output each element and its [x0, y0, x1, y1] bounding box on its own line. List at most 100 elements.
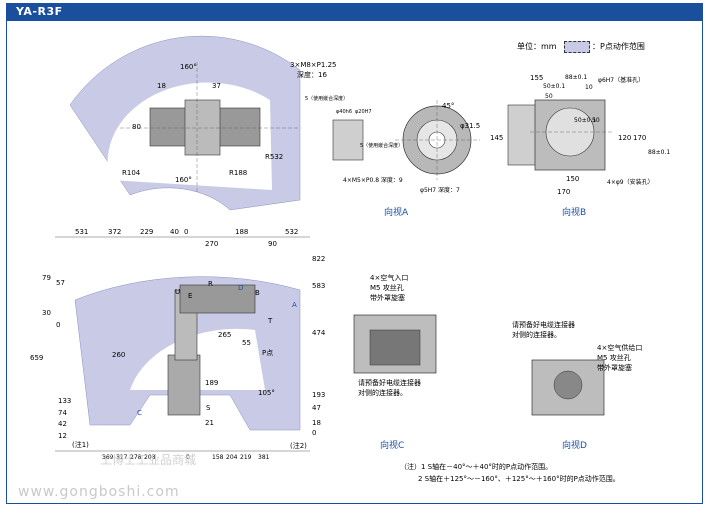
- robot-side-forearm: [179, 284, 256, 314]
- sv-189: 189: [205, 379, 219, 387]
- note-1-marker: (注1): [72, 441, 89, 449]
- sv-top-188: 188: [235, 228, 249, 236]
- sv-right-18: 18: [312, 419, 321, 427]
- vb-150: 150: [566, 175, 580, 183]
- axis-b: B: [255, 289, 260, 297]
- vd-note5: 带外罩旋塞: [597, 364, 632, 372]
- dim-80: 80: [132, 123, 141, 131]
- vd-note3: 4×空气供给口: [597, 344, 643, 352]
- vd-note2: 对侧的连接器。: [512, 331, 561, 339]
- sv-top-270: 270: [205, 240, 219, 248]
- sv-right-822: 822: [312, 255, 326, 263]
- sv-top-532: 532: [285, 228, 299, 236]
- sv-bot-278: 278: [130, 454, 142, 461]
- vc-note1: 4×空气入口: [370, 274, 409, 282]
- watermark-url: www.gongboshi.com: [18, 484, 180, 500]
- range-legend: ：P点动作范围: [592, 42, 645, 51]
- watermark-brand: 工博士工业品商城: [100, 453, 197, 467]
- vb-170v: 170: [633, 134, 647, 142]
- sv-left-133: 133: [58, 397, 72, 405]
- view-a-depth-mid: 5（使用嵌合深度）: [360, 143, 404, 149]
- sv-top-372: 372: [108, 228, 122, 236]
- vb-phi6: φ6H7（基准孔）: [598, 77, 645, 84]
- sv-right-474: 474: [312, 329, 326, 337]
- vd-note1: 请预备好电缆连接器: [512, 321, 575, 329]
- axis-t: T: [268, 317, 273, 325]
- angle-160-bottom: 160°: [175, 176, 192, 184]
- sv-right-193: 193: [312, 391, 326, 399]
- header-bar: YA-R3F: [6, 3, 703, 21]
- sv-bot-317: 317: [116, 454, 128, 461]
- vc-note3: 带外罩旋塞: [370, 294, 405, 302]
- vb-145: 145: [490, 134, 504, 142]
- sv-right-583: 583: [312, 282, 326, 290]
- vb-120: 120: [618, 134, 632, 142]
- vc-note2: M5 攻丝孔: [370, 284, 404, 292]
- dim-37: 37: [212, 82, 221, 90]
- vb-50b: 50: [545, 93, 553, 100]
- sv-left-57: 57: [56, 279, 65, 287]
- sv-21: 21: [205, 419, 214, 427]
- sv-top-531: 531: [75, 228, 89, 236]
- sv-bot-369: 369: [102, 454, 114, 461]
- vb-phi9: 4×φ9（安装孔）: [607, 179, 654, 186]
- sv-left-659: 659: [30, 354, 44, 362]
- vd-note4: M5 攻丝孔: [597, 354, 631, 362]
- vc-note4: 请预备好电缆连接器: [358, 379, 421, 387]
- view-a-m5: 4×M5×P0.8 深度：9: [343, 177, 403, 184]
- vb-10: 10: [585, 84, 593, 91]
- view-a-45: 45°: [442, 102, 455, 110]
- sv-left-42: 42: [58, 420, 67, 428]
- arrow-d: D: [238, 284, 244, 292]
- note-2-marker: (注2): [290, 442, 307, 450]
- note-2: 2 S轴在＋125°～－160°、＋125°～＋160°时的P点动作范围。: [418, 475, 620, 483]
- robot-top-joint: [184, 99, 221, 156]
- unit-label: 单位：mm: [517, 42, 557, 51]
- sv-bot-219: 219: [240, 454, 252, 461]
- sv-right-0: 0: [312, 429, 317, 437]
- view-a-flange: [332, 119, 364, 161]
- view-a-caption: 向视A: [384, 208, 409, 218]
- axis-r: R: [208, 280, 213, 288]
- view-d-box: [531, 359, 605, 416]
- vc-note5: 对侧的连接器。: [358, 389, 407, 397]
- sv-top-90: 90: [268, 240, 277, 248]
- vb-155: 155: [530, 74, 544, 82]
- sv-260: 260: [112, 351, 126, 359]
- vb-88v: 88±0.1: [648, 149, 671, 156]
- robot-side-base: [167, 354, 201, 416]
- view-c-caption: 向视C: [380, 441, 405, 451]
- model-title: YA-R3F: [16, 5, 63, 18]
- vb-50v: 50: [592, 117, 600, 124]
- radius-104: R104: [122, 169, 141, 177]
- sv-left-74: 74: [58, 409, 67, 417]
- sv-left-30: 30: [42, 309, 51, 317]
- sv-top-40: 40: [170, 228, 179, 236]
- view-a-phi20: φ20H7: [355, 109, 372, 115]
- radius-188: R188: [229, 169, 248, 177]
- vb-50a: 50±0.1: [543, 83, 566, 90]
- sv-left-79: 79: [42, 274, 51, 282]
- angle-160-top: 160°: [180, 63, 197, 71]
- view-a-h5: φ5H7 深度：7: [420, 187, 460, 194]
- view-a-depth-top: 5（使用嵌合深度）: [305, 96, 349, 102]
- thread-label: 3×M8×P1.25: [290, 61, 337, 69]
- arrow-a: A: [292, 301, 297, 309]
- note-1: （注）1 S轴在－40°～＋40°时的P点动作范围。: [400, 463, 553, 471]
- sv-55: 55: [242, 339, 251, 347]
- depth-label: 深度：16: [297, 71, 327, 79]
- sv-left-0: 0: [56, 321, 61, 329]
- sv-top-229: 229: [140, 228, 154, 236]
- sv-105deg: 105°: [258, 389, 275, 397]
- view-d-caption: 向视D: [562, 441, 587, 451]
- vb-50v2: 50±0.1: [574, 117, 597, 124]
- view-b-caption: 向视B: [562, 208, 587, 218]
- dim-18: 18: [157, 82, 166, 90]
- vb-170: 170: [557, 188, 571, 196]
- p-point: P点: [262, 349, 274, 357]
- axis-u: U: [175, 288, 181, 296]
- axis-s: S: [206, 404, 211, 412]
- view-a-phi31: φ31.5: [460, 122, 481, 130]
